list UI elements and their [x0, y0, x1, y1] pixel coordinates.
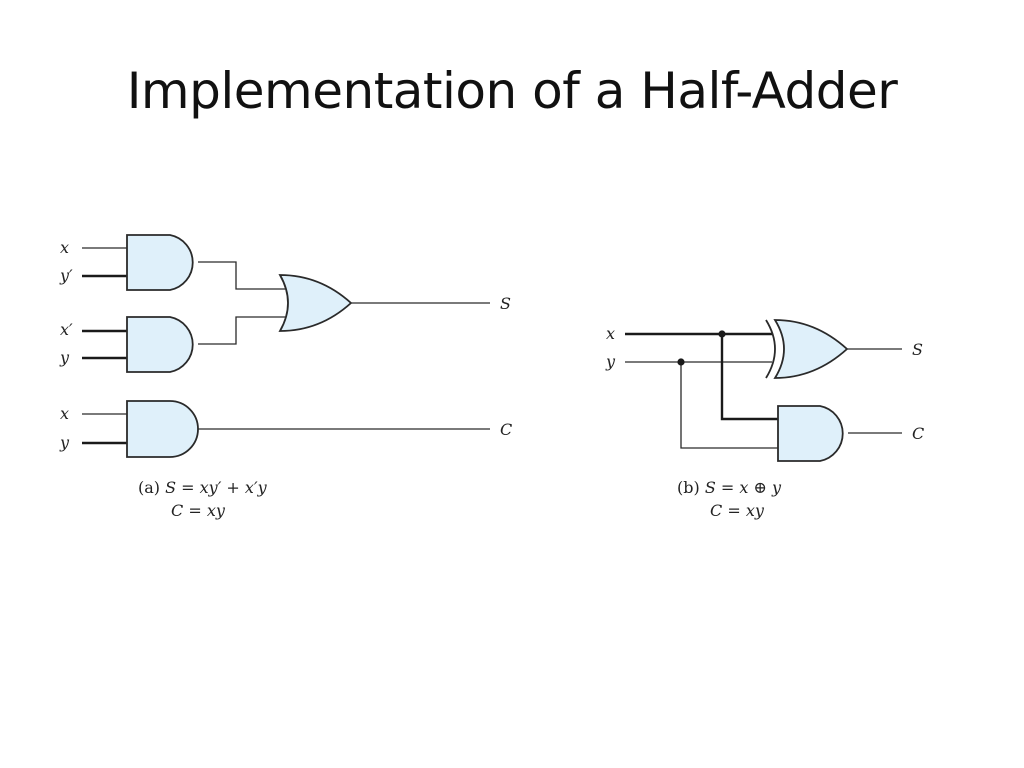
- caption-b-line1: (b) S = x ⊕ y: [677, 478, 782, 497]
- circuit-a: x y′ x′ y x y S C (a) S = xy′ + x′y C = …: [59, 234, 512, 520]
- label-a-c: C: [500, 420, 512, 439]
- slide-title: Implementation of a Half-Adder: [126, 62, 898, 120]
- caption-b-prefix: (b): [677, 478, 705, 497]
- xor-gate-extra-arc: [765, 319, 776, 379]
- caption-a-line1: (a) S = xy′ + x′y: [138, 478, 268, 497]
- label-b-s: S: [912, 340, 923, 359]
- wire-b-x-branch: [720, 334, 778, 421]
- circuit-b: x y S C (b) S = x ⊕ y C = xy: [605, 319, 924, 520]
- label-a-x1: x: [60, 238, 69, 257]
- caption-a-prefix: (a): [138, 478, 165, 497]
- label-b-x: x: [606, 324, 615, 343]
- and-gate-2: [126, 316, 194, 373]
- label-b-c: C: [912, 424, 924, 443]
- label-a-xprime: x′: [60, 320, 73, 339]
- label-a-s: S: [500, 294, 511, 313]
- caption-a-carry: C = xy: [171, 501, 226, 520]
- caption-a-sum: S = xy′ + x′y: [165, 478, 267, 497]
- label-a-yprime: y′: [59, 266, 73, 285]
- and-gate-b: [777, 405, 844, 462]
- caption-b-carry: C = xy: [710, 501, 765, 520]
- wire-b-y-branch: [680, 362, 778, 449]
- or-gate: [278, 274, 353, 332]
- caption-b-sum: S = x ⊕ y: [705, 478, 782, 497]
- and-gate-3: [126, 400, 199, 458]
- and-gate-1: [126, 234, 194, 291]
- label-a-y2: y: [59, 433, 70, 452]
- label-b-y: y: [605, 352, 616, 371]
- junction-dot-x: [718, 330, 726, 338]
- wire-and2-to-or: [198, 316, 286, 345]
- label-a-y1: y: [59, 348, 70, 367]
- xor-gate: [773, 319, 849, 379]
- wire-and1-to-or: [198, 261, 286, 290]
- label-a-x2: x: [60, 404, 69, 423]
- junction-dot-y: [677, 358, 685, 366]
